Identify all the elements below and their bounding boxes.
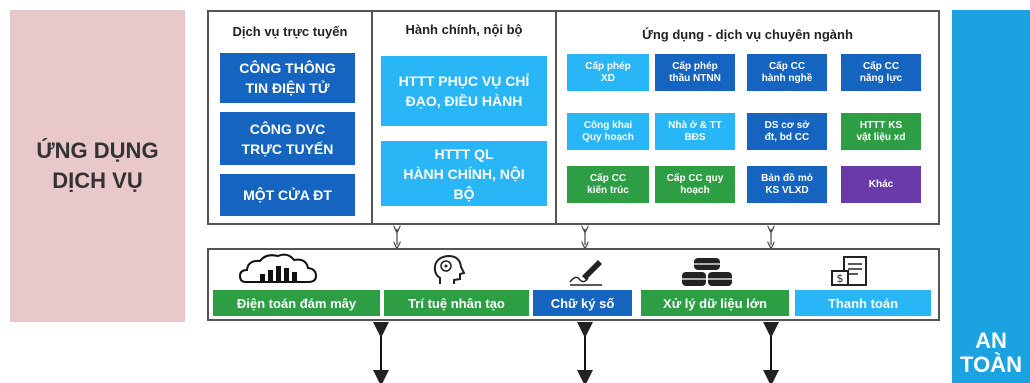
service-label-digital-signature: Chữ ký số [550, 295, 615, 311]
service-label-cloud: Điện toán đám mây [236, 295, 357, 311]
svg-text:$: $ [837, 272, 844, 285]
specialized-app-box: HTTT KS vật liệu xd [841, 113, 921, 150]
specialized-app-box: DS cơ sở đt, bd CC [747, 113, 827, 150]
specialized-apps-title: Ứng dụng - dịch vụ chuyên ngành [642, 27, 853, 42]
specialized-app-box: Cấp CC năng lực [841, 54, 921, 91]
service-bar-digital-signature: Chữ ký số [533, 290, 632, 316]
column-divider [555, 10, 557, 225]
one-stop-shop-box: MỘT CỬA ĐT [220, 174, 355, 216]
specialized-app-box: Bản đồ mỏ KS VLXD [747, 166, 827, 203]
internal-admin-title: Hành chính, nội bộ [405, 22, 523, 37]
payment-icon: $ [830, 255, 874, 287]
service-bar-cloud: Điện toán đám mây [213, 290, 380, 316]
application-services-label-block: ỨNG DỤNG DỊCH VỤ [10, 10, 185, 322]
online-services-title: Dịch vụ trực tuyến [232, 24, 348, 39]
lower-arrows [373, 322, 779, 383]
service-bar-payment: Thanh toán [795, 290, 931, 316]
service-label-ai: Trí tuệ nhân tạo [408, 295, 505, 311]
specialized-app-box: Cấp CC kiến trúc [567, 166, 649, 203]
specialized-app-box: Cấp CC quy hoạch [655, 166, 735, 203]
specialized-app-box: Cấp CC hành nghề [747, 54, 827, 91]
column-divider [371, 10, 373, 225]
security-label-block: AN TOÀN [952, 10, 1030, 383]
admin-management-box: HTTT QL HÀNH CHÍNH, NỘI BỘ [381, 141, 547, 206]
public-service-portal-box: CÔNG DVC TRỰC TUYẾN [220, 112, 355, 165]
upper-arrows [397, 229, 771, 245]
service-label-payment: Thanh toán [827, 295, 899, 311]
service-label-big-data: Xử lý dữ liệu lớn [663, 295, 767, 311]
e-portal-box: CÔNG THÔNG TIN ĐIỆN TỬ [220, 53, 355, 103]
specialized-app-box: Cấp phép XD [567, 54, 649, 91]
specialized-app-box: Cấp phép thầu NTNN [655, 54, 735, 91]
specialized-app-box: Nhà ở & TT BĐS [655, 113, 735, 150]
cloud-chart-icon [238, 252, 318, 286]
direction-system-box: HTTT PHỤC VỤ CHỈ ĐẠO, ĐIỀU HÀNH [381, 56, 547, 126]
service-bar-ai: Trí tuệ nhân tạo [384, 290, 529, 316]
signature-pen-icon [568, 256, 604, 286]
brain-head-icon [430, 254, 466, 286]
security-label: AN TOÀN [960, 328, 1022, 377]
specialized-app-box: Khác [841, 166, 921, 203]
service-bar-big-data: Xử lý dữ liệu lớn [641, 290, 789, 316]
database-icon [680, 256, 736, 288]
application-services-label: ỨNG DỤNG DỊCH VỤ [36, 138, 159, 193]
specialized-app-box: Công khai Quy hoạch [567, 113, 649, 150]
